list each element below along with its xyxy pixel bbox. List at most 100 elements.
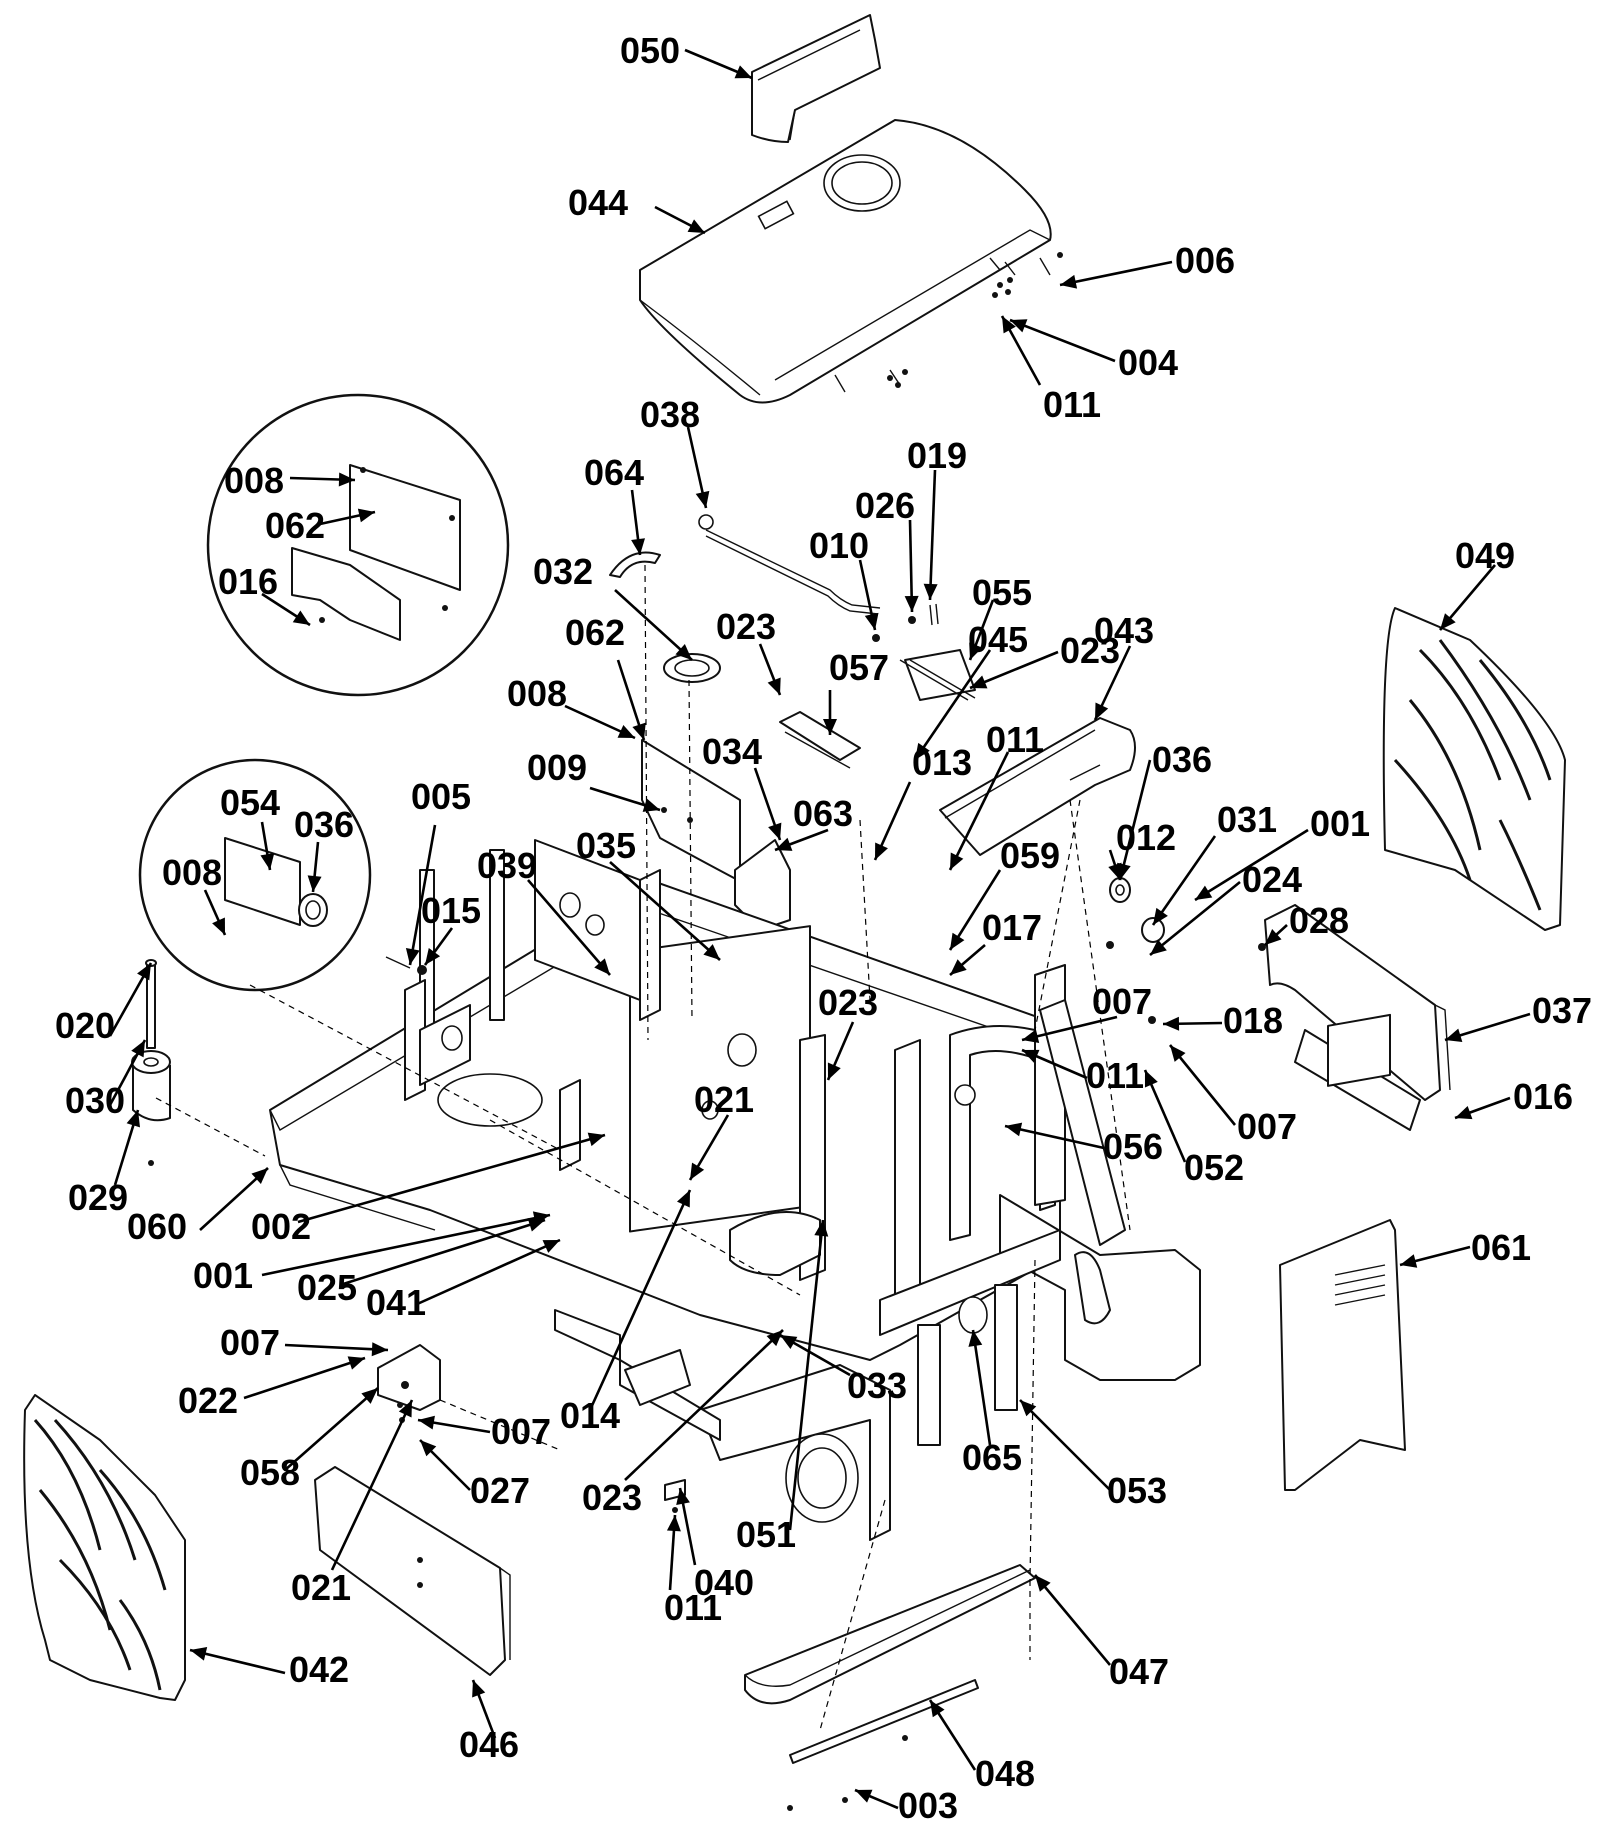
callout-label: 015: [421, 890, 481, 931]
callout-label: 057: [829, 647, 889, 688]
callout-label: 023: [818, 982, 878, 1023]
arrowhead: [1035, 1575, 1051, 1592]
callout-018: 018: [1162, 1000, 1283, 1041]
leader-line: [408, 824, 437, 966]
arrowhead: [1170, 1045, 1186, 1062]
callout-058: 058: [240, 1387, 379, 1493]
callout-053: 053: [1019, 1399, 1167, 1511]
callout-label: 031: [1217, 799, 1277, 840]
arrowhead: [361, 1388, 378, 1404]
callout-label: 017: [982, 907, 1042, 948]
arrowhead: [472, 1680, 486, 1698]
callout-016: 016: [218, 561, 311, 627]
callout-007: 007: [417, 1411, 551, 1452]
leader-line: [1194, 828, 1309, 902]
arrowhead: [642, 798, 660, 812]
callout-029: 029: [68, 1109, 141, 1218]
callout-038: 038: [640, 394, 710, 509]
part-032-ring: [663, 653, 721, 683]
leader-line: [414, 1238, 561, 1307]
leader-line: [1149, 880, 1241, 957]
callout-006: 006: [1059, 240, 1235, 289]
callout-label: 006: [1175, 240, 1235, 281]
arrowhead: [823, 719, 837, 735]
callout-label: 036: [294, 804, 354, 845]
callout-051: 051: [736, 1219, 829, 1555]
callout-035: 035: [576, 825, 721, 961]
callout-021: 021: [291, 1399, 414, 1608]
arrowhead: [1150, 939, 1167, 955]
callout-label: 043: [1094, 610, 1154, 651]
callout-042: 042: [189, 1646, 349, 1690]
callout-013: 013: [873, 742, 972, 861]
part-063-bracket: [734, 839, 791, 931]
callout-label: 055: [972, 572, 1032, 613]
arrowhead: [904, 595, 919, 612]
callout-label: 012: [1116, 817, 1176, 858]
callout-label: 042: [289, 1649, 349, 1690]
callout-label: 007: [220, 1322, 280, 1363]
arrowhead: [827, 1062, 841, 1080]
leader-line: [261, 1213, 551, 1277]
arrowhead: [780, 1335, 798, 1350]
callout-label: 003: [898, 1785, 958, 1826]
callout-label: 020: [55, 1005, 115, 1046]
leader-line: [189, 1648, 286, 1675]
leader-line: [1034, 1574, 1111, 1666]
callout-label: 026: [855, 485, 915, 526]
callout-032: 032: [533, 551, 693, 661]
callout-label: 005: [411, 776, 471, 817]
callout-054: 054: [220, 782, 280, 871]
callout-022: 022: [178, 1356, 366, 1421]
arrowhead: [676, 1488, 690, 1506]
arrowhead: [767, 677, 781, 695]
callout-005: 005: [405, 776, 471, 966]
callout-label: 025: [297, 1267, 357, 1308]
callout-label: 051: [736, 1514, 796, 1555]
leader-line: [1004, 1124, 1105, 1150]
callout-label: 008: [507, 673, 567, 714]
callout-040: 040: [676, 1487, 754, 1603]
arrowhead: [1163, 1016, 1180, 1031]
arrowhead: [814, 1220, 829, 1237]
callout-061: 061: [1399, 1227, 1531, 1268]
callout-062: 062: [265, 505, 376, 546]
arrowhead: [1095, 702, 1109, 720]
arrowhead: [703, 944, 720, 960]
callout-label: 054: [220, 782, 280, 823]
callout-031: 031: [1151, 799, 1277, 926]
arrowhead: [1440, 613, 1456, 630]
callout-label: 008: [224, 460, 284, 501]
arrowhead: [632, 722, 646, 740]
inset-054-detail: [138, 758, 372, 992]
part-042-grille: [23, 1394, 186, 1701]
callout-label: 023: [1060, 630, 1120, 671]
arrowhead: [1002, 316, 1016, 334]
part-031-washer: [1106, 917, 1165, 949]
callout-label: 032: [533, 551, 593, 592]
leader-line: [1151, 835, 1217, 926]
callout-055: 055: [968, 572, 1032, 661]
callout-047: 047: [1034, 1574, 1169, 1692]
arrowhead: [405, 948, 420, 965]
part-061-plate: [1279, 1013, 1406, 1491]
arrowhead: [425, 947, 441, 965]
callout-062: 062: [565, 612, 646, 741]
leader-line: [609, 861, 721, 961]
callout-060: 060: [127, 1167, 269, 1247]
part-047-skid: [744, 1564, 1036, 1705]
arrowhead: [1108, 862, 1122, 880]
arrowhead: [950, 959, 967, 975]
callout-016: 016: [1454, 1076, 1573, 1120]
arrowhead: [734, 65, 752, 79]
arrowhead: [675, 644, 692, 660]
callout-label: 062: [265, 505, 325, 546]
callout-014: 014: [560, 1189, 692, 1436]
part-005-bolt: [385, 956, 427, 975]
arrowhead: [587, 1132, 605, 1147]
callout-label: 049: [1455, 535, 1515, 576]
callout-030: 030: [65, 1039, 147, 1121]
callout-label: 016: [1513, 1076, 1573, 1117]
